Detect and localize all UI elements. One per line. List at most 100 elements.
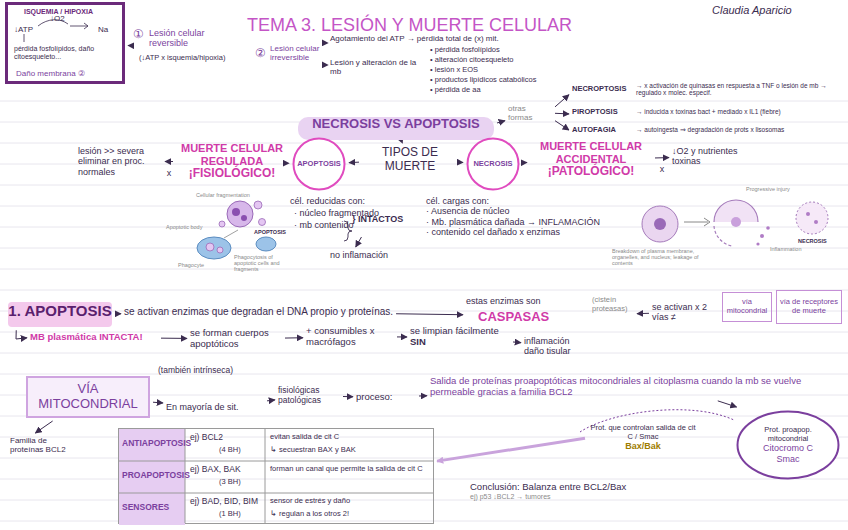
node-text: ① [133, 28, 147, 42]
table-rule [119, 461, 433, 462]
node-text: ② [255, 47, 269, 61]
node-text: PROAPOPTOSIS [122, 471, 184, 481]
drawing-stroke [704, 218, 710, 226]
node-text: ↓O2 y nutrientes [672, 146, 768, 156]
figure-label: Cellular fragmentation [196, 192, 256, 198]
connector-arrow [396, 313, 463, 315]
connector-arrow [461, 162, 463, 163]
node-text: PIROPTOSIS [572, 108, 634, 117]
figure-label: Breakdown of plasma membrane, organelles… [612, 248, 708, 266]
node-text: → inducida x toxinas bact + mediado x IL… [636, 108, 844, 115]
connector-arrow [343, 396, 353, 397]
drawing-stroke [731, 217, 741, 227]
node-text: NECROSIS VS APOPTOSIS [298, 117, 494, 132]
drawing-stroke [760, 234, 764, 238]
node-text: (3 BH) [219, 478, 263, 487]
node-text: evitan salida de cit C [270, 433, 432, 442]
ruling-line [0, 185, 848, 186]
node-text: ej) BAD, BID, BIM [190, 497, 265, 507]
pathway-box: vía mitocondrial [722, 292, 772, 322]
pathway-title-box: VÍA MITOCONDRIAL [26, 376, 150, 418]
node-text: ¡FISIOLÓGICO! [176, 167, 288, 181]
author-name: Claudia Aparicio [712, 4, 792, 16]
connector-arrow [397, 336, 407, 337]
node-text: • pérdida de aa [430, 86, 580, 95]
connector-arrow [35, 421, 52, 433]
node-text: Lesión celular reversible [149, 28, 239, 49]
figure-label: Phagocyte [178, 262, 218, 268]
node-text: (4 BH) [219, 446, 263, 455]
node-text: Daño membrana ② [16, 69, 116, 78]
drawing-stroke [654, 218, 666, 230]
node-text: estas enzimas son [466, 296, 576, 306]
connector-arrow [267, 399, 275, 401]
page-title: TEMA 3. LESIÓN Y MUERTE CELULAR [247, 16, 572, 36]
node-text: → x activación de quinasas en respuesta … [636, 82, 844, 97]
node-text: Lesión y alteración de la mb [330, 58, 422, 76]
drawing-stroke [227, 201, 253, 227]
connector-arrow [655, 157, 669, 158]
node-text: · Ausencia de núcleo [426, 206, 618, 216]
node-text: • alteración citoesqueleto [430, 56, 580, 65]
ruling-line [0, 101, 848, 102]
process-note: En mayoría de sit. [166, 402, 264, 412]
connector-arrow [718, 401, 737, 407]
figure-label: Progressive injury [746, 186, 816, 192]
node-text: • pérdida fosfolípidos [430, 46, 580, 55]
node-text: patológicas [278, 396, 340, 406]
process-note: se activan enzimas que degradan el DNA p… [124, 306, 393, 318]
aside-note: (también intrínseca) [158, 366, 250, 376]
connector-arrow [349, 162, 359, 163]
process-note: proceso: [356, 392, 416, 403]
node-text: MUERTE CELULAR ACCIDENTAL [530, 140, 652, 165]
circle-outline [468, 139, 519, 190]
connector-arrow [153, 402, 163, 404]
connector-arrow [555, 113, 569, 115]
ruling-line [0, 227, 848, 228]
node-text: fisiológicas [278, 386, 340, 396]
node-text: Conclusión: Balanza entre BCL2/Bax [470, 482, 740, 493]
pathway-box: vía de receptores de muerte [776, 290, 842, 324]
circle-outline [294, 139, 345, 190]
row-header-fill [119, 461, 185, 493]
row-header-fill [119, 429, 185, 461]
node-text: → autoingesta ⇒ degradación de prots x l… [636, 126, 844, 133]
drawing-stroke [84, 23, 88, 29]
node-text: VÍA MITOCONDRIAL [32, 382, 144, 412]
row-header-fill [119, 493, 185, 525]
drawing-stroke [256, 237, 276, 251]
connector-arrow [356, 237, 362, 247]
node-text: Lesión celular irreversible [270, 44, 325, 62]
process-note: inflamacióndaño tisular [524, 336, 594, 357]
connector-arrow [165, 161, 173, 162]
process-note: se limpian fácilmenteSIN [410, 326, 510, 348]
apoptosis-circle: APOPTOSIS [292, 137, 346, 191]
ruling-line [0, 290, 848, 291]
process-note: fisiológicaspatológicas [278, 386, 340, 406]
node-text: toxinas [672, 156, 768, 166]
connector-arrow [115, 313, 121, 314]
cause-note: lesión >> severaeliminar en proc. normal… [78, 146, 162, 177]
node-text: Salida de proteínas proapoptóticas mitoc… [430, 376, 828, 398]
node-text: eliminar en proc. normales [78, 156, 162, 177]
membrane-note: MB plasmática INTACTA! [30, 332, 158, 343]
necroptosis-note: NECROPTOSIS→ x activación de quinasas en… [572, 82, 844, 102]
node-text: lesión >> severa [78, 146, 162, 156]
node-text: ISQUEMIA / HIPOXIA [24, 8, 124, 16]
process-note: se forman cuerpos apoptóticos [190, 328, 282, 350]
node-text: APOPTOSIS [297, 160, 341, 169]
drawing-stroke [219, 221, 225, 227]
node-text: Prot. que controlan salida de cit C / Sm… [588, 424, 698, 441]
node-text: (cisteín proteasas) [592, 296, 634, 313]
node-text: se activan x 2 vías ≠ [652, 302, 716, 323]
figure-label: Apoptotic body [166, 224, 206, 230]
node-text: ↳ secuestran BAX y BAK [270, 446, 432, 455]
section-banner: NECROSIS VS APOPTOSIS [298, 117, 494, 140]
mitochondria-ellipse: Prot. proapop. mitocondrialCitocromo CSm… [736, 410, 840, 480]
node-text: NECROSIS [473, 160, 512, 169]
figure-label: NECROSIS [798, 238, 844, 244]
irreversible-note: ②Lesión celular irreversible [255, 44, 325, 70]
drawing-stroke [714, 226, 732, 246]
table-rule [185, 429, 186, 523]
